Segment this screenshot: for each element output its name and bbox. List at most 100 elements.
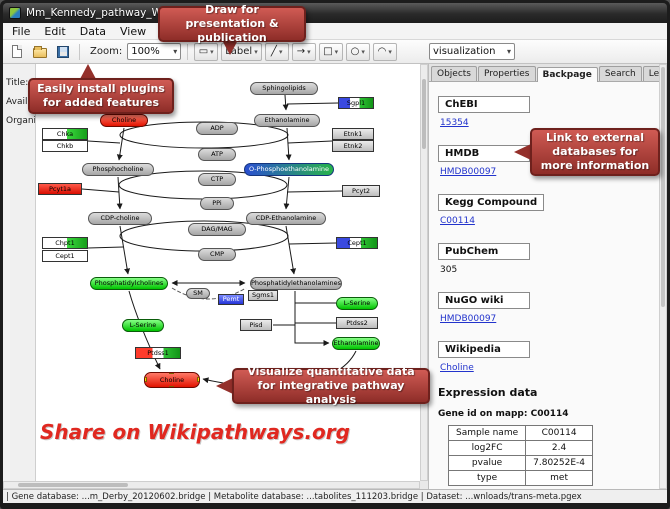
tab-properties[interactable]: Properties: [478, 66, 536, 81]
pathway-node-adp[interactable]: ADP: [196, 122, 238, 135]
table-cell: type: [447, 470, 527, 486]
panel-vertical-scrollbar[interactable]: [659, 64, 667, 489]
selection-handle-w[interactable]: [145, 377, 147, 382]
arrow-tool-button[interactable]: → ▾: [291, 42, 316, 61]
pathway-node-pemt[interactable]: Pemt: [218, 294, 244, 305]
pathway-node-sm[interactable]: SM: [186, 288, 210, 299]
callout-draw-presentation: Draw for presentation & publication: [158, 3, 306, 44]
zoom-value: 100%: [131, 46, 160, 57]
menu-item-edit[interactable]: Edit: [44, 24, 66, 38]
backpage-link-kegg-compound[interactable]: C00114: [440, 216, 475, 226]
tab-search[interactable]: Search: [598, 66, 642, 81]
pathway-node-l-serine-right[interactable]: L-Serine: [336, 297, 378, 310]
tab-backpage[interactable]: Backpage: [536, 67, 598, 82]
arc-tool-button[interactable]: ◠ ▾: [372, 42, 397, 61]
rect-tool-button[interactable]: □ ▾: [318, 42, 343, 61]
pathway-node-atp[interactable]: ATP: [198, 148, 236, 161]
table-cell: C00114: [525, 425, 594, 441]
table-cell: 2.4: [525, 440, 594, 456]
pathway-node-dag-mag[interactable]: DAG/MAG: [188, 223, 246, 236]
menu-item-file[interactable]: File: [12, 24, 31, 38]
pathway-node-phosphatidylcholines[interactable]: Phosphatidylcholines: [90, 277, 168, 290]
gene-id-line: Gene id on mapp: C00114: [438, 409, 569, 419]
visualization-select[interactable]: visualization ▾: [429, 43, 515, 60]
backpage-header-wikipedia: Wikipedia: [438, 341, 530, 358]
canvas-horizontal-scrollbar[interactable]: [3, 481, 420, 489]
tab-objects[interactable]: Objects: [431, 66, 478, 81]
arrow-tool-icon: →: [296, 46, 306, 57]
pathway-node-ethanolamine-right[interactable]: Ethanolamine: [332, 337, 380, 350]
chevron-down-icon: ▾: [334, 47, 339, 56]
pathway-node-pisd[interactable]: Pisd: [240, 319, 272, 331]
callout-pointer-icon: [216, 378, 233, 394]
pathway-node-chpt1[interactable]: Chpt1: [42, 237, 88, 249]
scrollbar-thumb[interactable]: [18, 483, 128, 487]
pathway-node-ptdss2[interactable]: Ptdss2: [336, 317, 378, 329]
zoom-select[interactable]: 100% ▾: [127, 43, 182, 60]
pathway-node-sgms1[interactable]: Sgms1: [248, 290, 278, 301]
share-on-wikipathways-text: Share on Wikipathways.org: [40, 420, 350, 444]
pathway-node-chka[interactable]: Chka: [42, 128, 88, 140]
menu-item-view[interactable]: View: [120, 24, 147, 38]
ellipse-tool-button[interactable]: ○ ▾: [345, 42, 370, 61]
line-tool-button[interactable]: ╱ ▾: [264, 42, 289, 61]
save-disk-icon: [57, 45, 69, 58]
pathway-node-ptdss1[interactable]: Ptdss1: [135, 347, 181, 359]
chevron-down-icon: ▾: [254, 47, 258, 56]
pathvisio-app-icon: [9, 7, 21, 19]
selection-handle-s[interactable]: [169, 386, 174, 387]
pathway-node-choline-selected[interactable]: Choline: [144, 372, 200, 388]
save-button[interactable]: [53, 43, 73, 61]
pathway-node-cdp-ethanolamine[interactable]: CDP-Ethanolamine: [246, 212, 326, 225]
pathway-node-pcyt2[interactable]: Pcyt2: [342, 185, 380, 197]
pathway-node-cept1-right[interactable]: Cept1: [336, 237, 378, 249]
backpage-link-wikipedia[interactable]: Choline: [440, 363, 474, 373]
backpage-link-chebi[interactable]: 15354: [440, 118, 469, 128]
pathway-node-ppi[interactable]: PPi: [200, 197, 234, 210]
scrollbar-thumb[interactable]: [661, 67, 665, 307]
pathway-node-chkb[interactable]: Chkb: [42, 140, 88, 152]
backpage-value-pubchem: 305: [440, 265, 458, 275]
pathway-node-ctp[interactable]: CTP: [198, 173, 236, 186]
pathway-node-ethanolamine-top[interactable]: Ethanolamine: [254, 114, 320, 127]
toolbar-separator: [79, 43, 80, 60]
selection-handle-nw[interactable]: [145, 373, 147, 374]
window-titlebar[interactable]: Mm_Kennedy_pathway_WP1771_45176.gpml: [3, 3, 667, 23]
pathway-node-o-phosphoethanolamine[interactable]: O-Phosphoethanolamine: [244, 163, 334, 176]
selection-handle-e[interactable]: [197, 377, 199, 382]
canvas-vertical-scrollbar[interactable]: [420, 64, 428, 481]
pathway-node-cdp-choline[interactable]: CDP-choline: [88, 212, 152, 225]
pathway-node-phosphocholine[interactable]: Phosphocholine: [82, 163, 154, 176]
pathway-node-choline-top[interactable]: Choline: [100, 114, 148, 127]
pathway-node-l-serine-left[interactable]: L-Serine: [122, 319, 164, 332]
pathway-node-cmp[interactable]: CMP: [198, 248, 236, 261]
pathway-node-etnk2[interactable]: Etnk2: [332, 140, 374, 152]
backpage-link-hmdb[interactable]: HMDB00097: [440, 167, 497, 177]
selection-handle-ne[interactable]: [197, 373, 199, 374]
selection-handle-sw[interactable]: [145, 386, 147, 387]
callout-pointer-icon: [514, 144, 531, 160]
pathway-node-phosphatidylethanolamines[interactable]: Phosphatidylethanolamines: [250, 277, 342, 290]
pathway-node-etnk1[interactable]: Etnk1: [332, 128, 374, 140]
datanode-tool-button[interactable]: ▭ ▾: [194, 42, 219, 61]
toolbar-separator: [187, 43, 189, 60]
pathway-node-sgpl1[interactable]: Sgpl1: [338, 97, 374, 109]
pathway-node-pcyt1a[interactable]: Pcyt1a: [38, 183, 82, 195]
menu-item-data[interactable]: Data: [79, 24, 106, 38]
scrollbar-thumb[interactable]: [422, 79, 426, 149]
pathway-node-sphingolipids[interactable]: Sphingolipids: [250, 82, 318, 95]
new-file-button[interactable]: [7, 43, 27, 61]
open-file-button[interactable]: [30, 43, 50, 61]
properties-side-strip: Title:AvailabOrganis: [3, 64, 36, 481]
selection-handle-n[interactable]: [169, 373, 174, 374]
backpage-link-nugo-wiki[interactable]: HMDB00097: [440, 314, 497, 324]
selection-handle-se[interactable]: [197, 386, 199, 387]
pathway-node-cept1-left[interactable]: Cept1: [42, 250, 88, 262]
datanode-icon: ▭: [198, 46, 209, 57]
